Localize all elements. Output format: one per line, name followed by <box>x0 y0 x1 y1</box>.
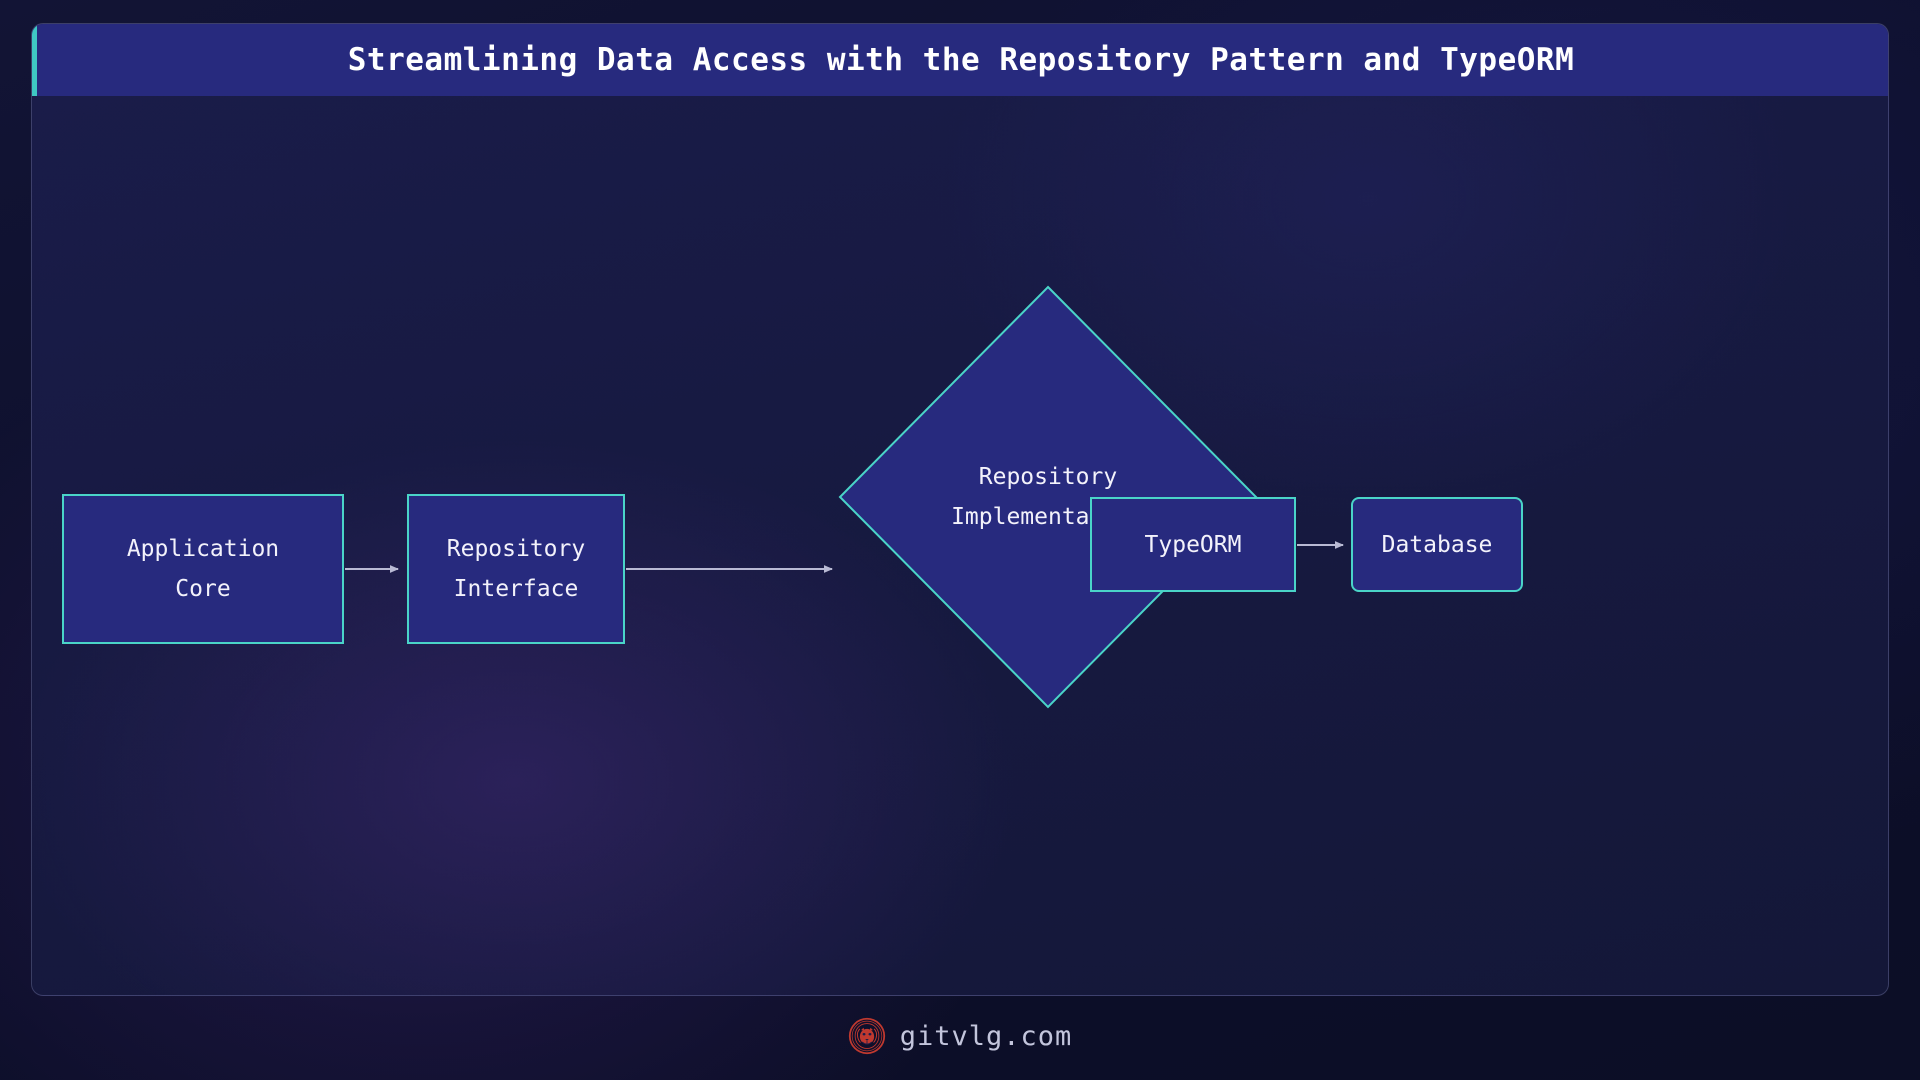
lion-emblem-icon <box>848 1017 886 1055</box>
presentation-card: Streamlining Data Access with the Reposi… <box>31 23 1889 996</box>
footer: gitvlg.com <box>0 1008 1920 1064</box>
footer-site-label: gitvlg.com <box>899 1020 1073 1052</box>
node-repo-impl-shape[interactable] <box>838 285 1258 709</box>
flowchart-canvas: Application Core Repository Interface Re… <box>32 96 1888 995</box>
header-bar: Streamlining Data Access with the Reposi… <box>32 24 1888 96</box>
page-title: Streamlining Data Access with the Reposi… <box>347 42 1575 78</box>
header-accent-bar <box>32 24 37 96</box>
node-typeorm[interactable]: TypeORM <box>1090 497 1296 592</box>
node-database[interactable]: Database <box>1351 497 1523 592</box>
node-repository-interface[interactable]: Repository Interface <box>407 494 625 644</box>
node-application-core[interactable]: Application Core <box>62 494 344 644</box>
